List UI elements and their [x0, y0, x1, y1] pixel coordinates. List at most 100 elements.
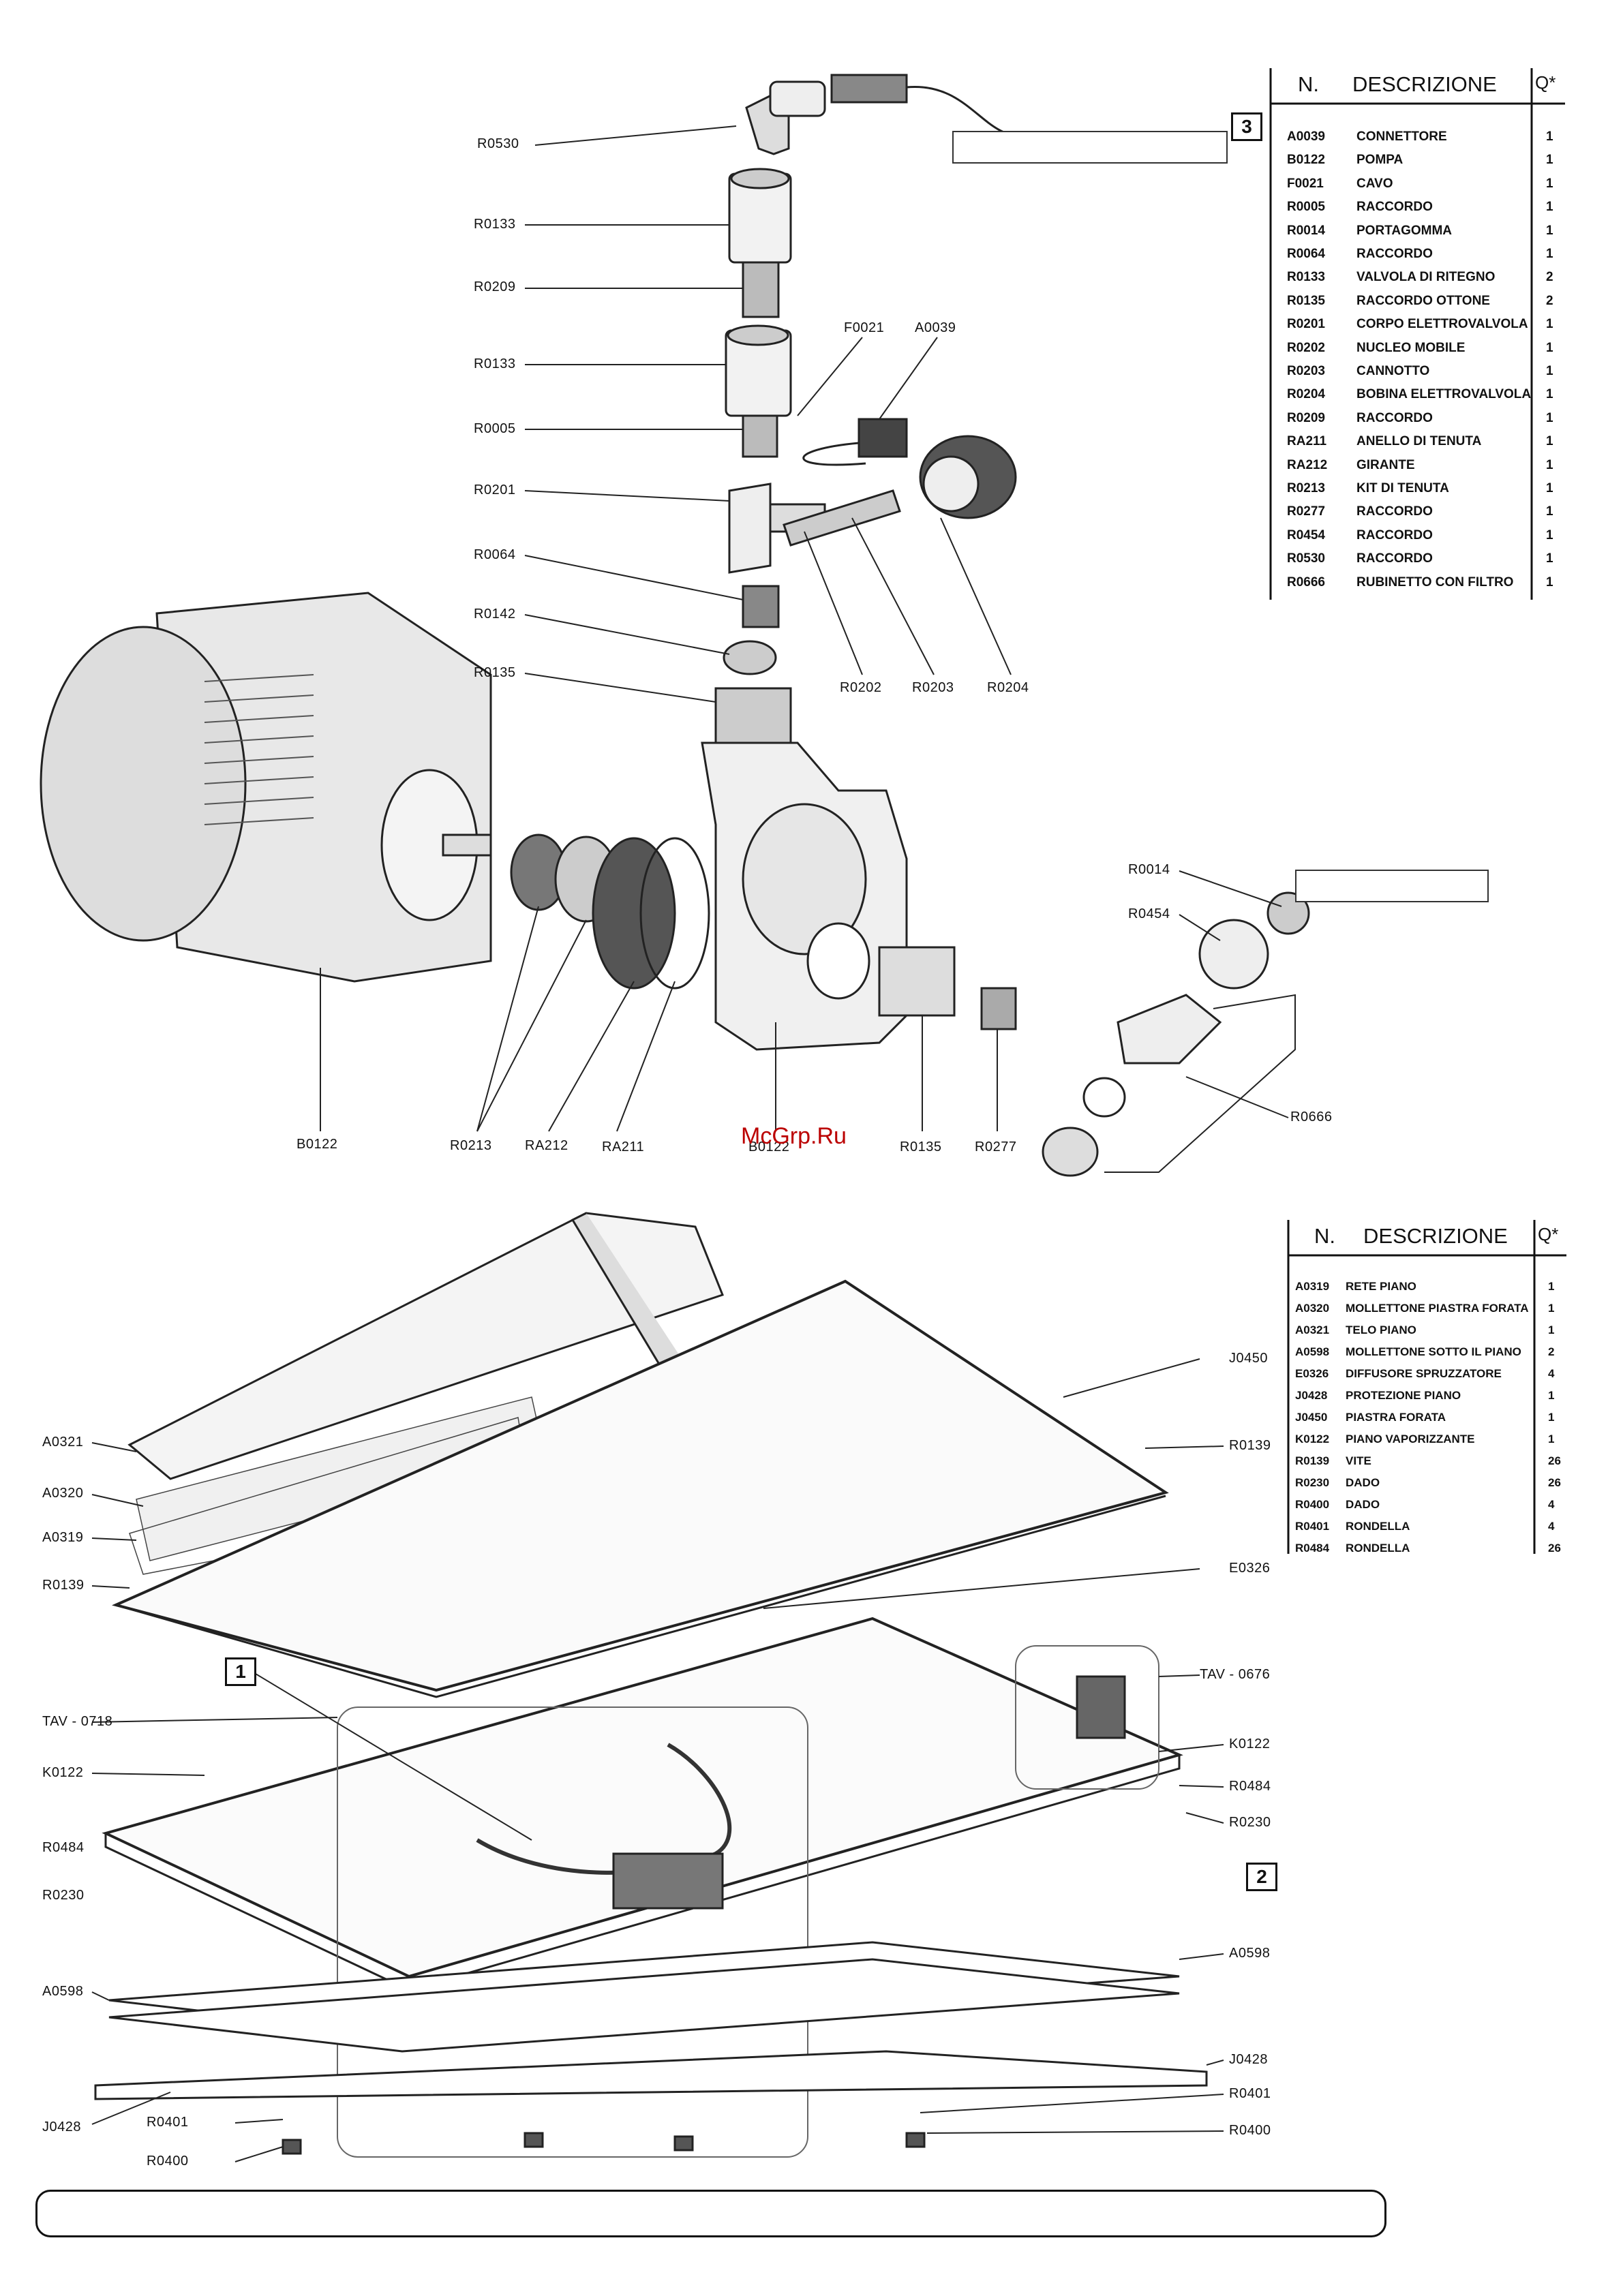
part-number: R0005 — [1287, 200, 1325, 215]
callout-R0202: R0202 — [840, 680, 882, 695]
table-rules — [1287, 1220, 1566, 1554]
callout-K0122: K0122 — [42, 1765, 84, 1780]
part-number: F0021 — [1287, 176, 1324, 191]
part-number: B0122 — [1287, 153, 1325, 168]
part-number: R0213 — [1287, 481, 1325, 495]
part-quantity: 4 — [1548, 1498, 1555, 1511]
part-number: R0014 — [1287, 223, 1325, 238]
part-number: K0122 — [1295, 1433, 1330, 1445]
callout-R0484: R0484 — [42, 1840, 85, 1855]
table-header-qty: Q* — [1538, 1224, 1559, 1244]
part-quantity: 1 — [1546, 176, 1553, 191]
part-number: R0230 — [1295, 1476, 1330, 1489]
callout-R0400: R0400 — [147, 2154, 189, 2169]
part-description: RACCORDO — [1356, 410, 1433, 425]
callout-R0530: R0530 — [477, 136, 519, 151]
callout-R0401: R0401 — [1229, 2086, 1271, 2101]
part-description: RONDELLA — [1346, 1542, 1410, 1555]
table-rules — [1269, 68, 1565, 600]
part-description: DIFFUSORE SPRUZZATORE — [1346, 1367, 1502, 1380]
part-quantity: 1 — [1548, 1433, 1555, 1445]
callout-R0230: R0230 — [1229, 1815, 1271, 1830]
part-quantity: 26 — [1548, 1476, 1561, 1489]
part-description: CAVO — [1356, 176, 1393, 191]
callout-R0014: R0014 — [1128, 862, 1170, 877]
part-quantity: 2 — [1546, 270, 1553, 285]
part-quantity: 1 — [1546, 200, 1553, 215]
callout-R0005: R0005 — [474, 421, 516, 436]
part-description: GIRANTE — [1356, 457, 1415, 472]
part-description: PORTAGOMMA — [1356, 223, 1453, 238]
callout-R0230: R0230 — [42, 1888, 85, 1903]
table-header-description: DESCRIZIONE — [1352, 72, 1497, 96]
part-description: RACCORDO — [1356, 551, 1433, 566]
part-quantity: 1 — [1546, 504, 1553, 519]
part-description: RACCORDO OTTONE — [1356, 293, 1490, 308]
callout-R0142: R0142 — [474, 607, 516, 622]
part-quantity: 1 — [1546, 527, 1553, 542]
part-description: VALVOLA DI RITEGNO — [1356, 270, 1496, 285]
callout-R0203: R0203 — [912, 680, 954, 695]
callout-J0450: J0450 — [1229, 1351, 1268, 1366]
part-description: PIANO VAPORIZZANTE — [1346, 1433, 1475, 1445]
part-description: VITE — [1346, 1454, 1371, 1467]
callout-R0401: R0401 — [147, 2115, 189, 2130]
callout-TAV-0676: TAV - 0676 — [1200, 1667, 1271, 1682]
part-number: R0201 — [1287, 317, 1325, 332]
callout-B0122: B0122 — [748, 1139, 790, 1154]
part-quantity: 4 — [1548, 1520, 1555, 1533]
part-number: A0039 — [1287, 129, 1325, 144]
blank-label-box — [1295, 870, 1489, 902]
table-header-n: N. — [1314, 1224, 1335, 1248]
part-description: POMPA — [1356, 153, 1404, 168]
part-quantity: 1 — [1546, 340, 1553, 355]
part-number: R0204 — [1287, 387, 1325, 402]
part-description: PIASTRA FORATA — [1346, 1411, 1446, 1424]
part-description: CONNETTORE — [1356, 129, 1447, 144]
part-number: R0666 — [1287, 575, 1325, 590]
callout-R0666: R0666 — [1290, 1109, 1333, 1124]
part-number: R0454 — [1287, 527, 1325, 542]
part-description: RUBINETTO CON FILTRO — [1356, 575, 1514, 590]
part-quantity: 1 — [1546, 457, 1553, 472]
part-description: TELO PIANO — [1346, 1323, 1416, 1336]
callout-R0133: R0133 — [474, 217, 516, 232]
part-number: R0209 — [1287, 410, 1325, 425]
part-quantity: 1 — [1546, 153, 1553, 168]
part-quantity: 26 — [1548, 1542, 1561, 1555]
part-description: RETE PIANO — [1346, 1280, 1416, 1293]
callout-R0135: R0135 — [900, 1139, 942, 1154]
part-number: R0135 — [1287, 293, 1325, 308]
part-number: R0203 — [1287, 364, 1325, 378]
part-quantity: 1 — [1546, 387, 1553, 402]
part-quantity: 1 — [1546, 551, 1553, 566]
callout-R0213: R0213 — [450, 1138, 492, 1153]
table-row: B0122 POMPA 1 — [1269, 153, 1566, 176]
part-quantity: 1 — [1548, 1302, 1555, 1315]
watermark: McGrp.Ru — [741, 1123, 847, 1149]
part-quantity: 1 — [1546, 247, 1553, 261]
